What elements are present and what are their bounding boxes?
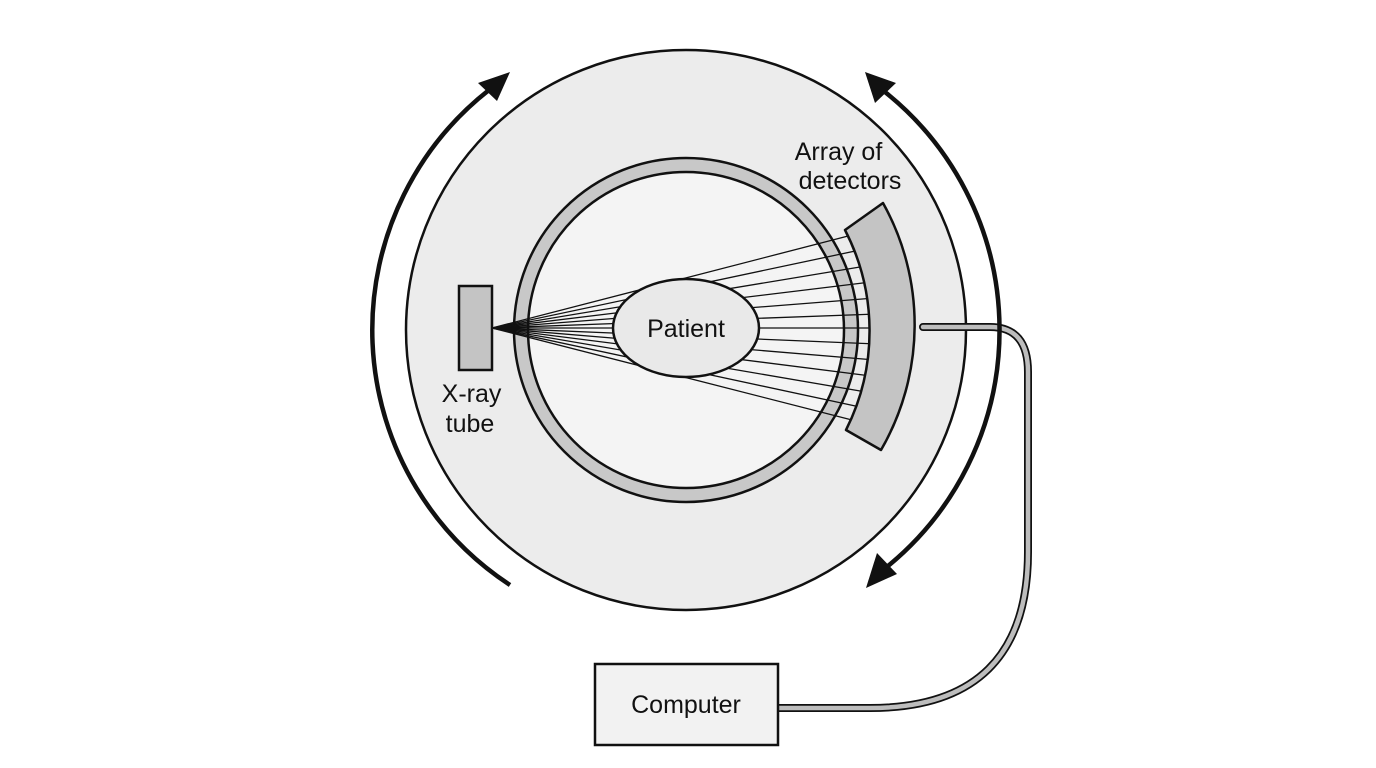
curved-arrow-head-icon: [478, 72, 510, 101]
patient-ellipse: [611, 277, 761, 379]
data-cable: [774, 323, 1032, 712]
computer-box: [593, 662, 780, 747]
xray-tube: [457, 284, 494, 372]
computer-label: Computer: [631, 691, 741, 719]
curved-arrow-head-icon: [866, 553, 897, 588]
patient-label: Patient: [647, 315, 725, 343]
curved-arrow-head-icon: [865, 72, 896, 103]
xray-tube-label: X-ray tube: [442, 380, 509, 438]
detectors-label: Array of detectors: [795, 138, 902, 195]
curved-arrow-icon: [370, 88, 512, 587]
detectors-label-line1: Array of: [795, 138, 883, 166]
detector-array: [843, 201, 916, 452]
xray-tube-label-line2: tube: [446, 410, 495, 438]
detectors-label-line2: detectors: [799, 167, 902, 195]
curved-arrow-icon: [883, 90, 1002, 568]
xray-tube-label-line1: X-ray: [442, 380, 502, 408]
